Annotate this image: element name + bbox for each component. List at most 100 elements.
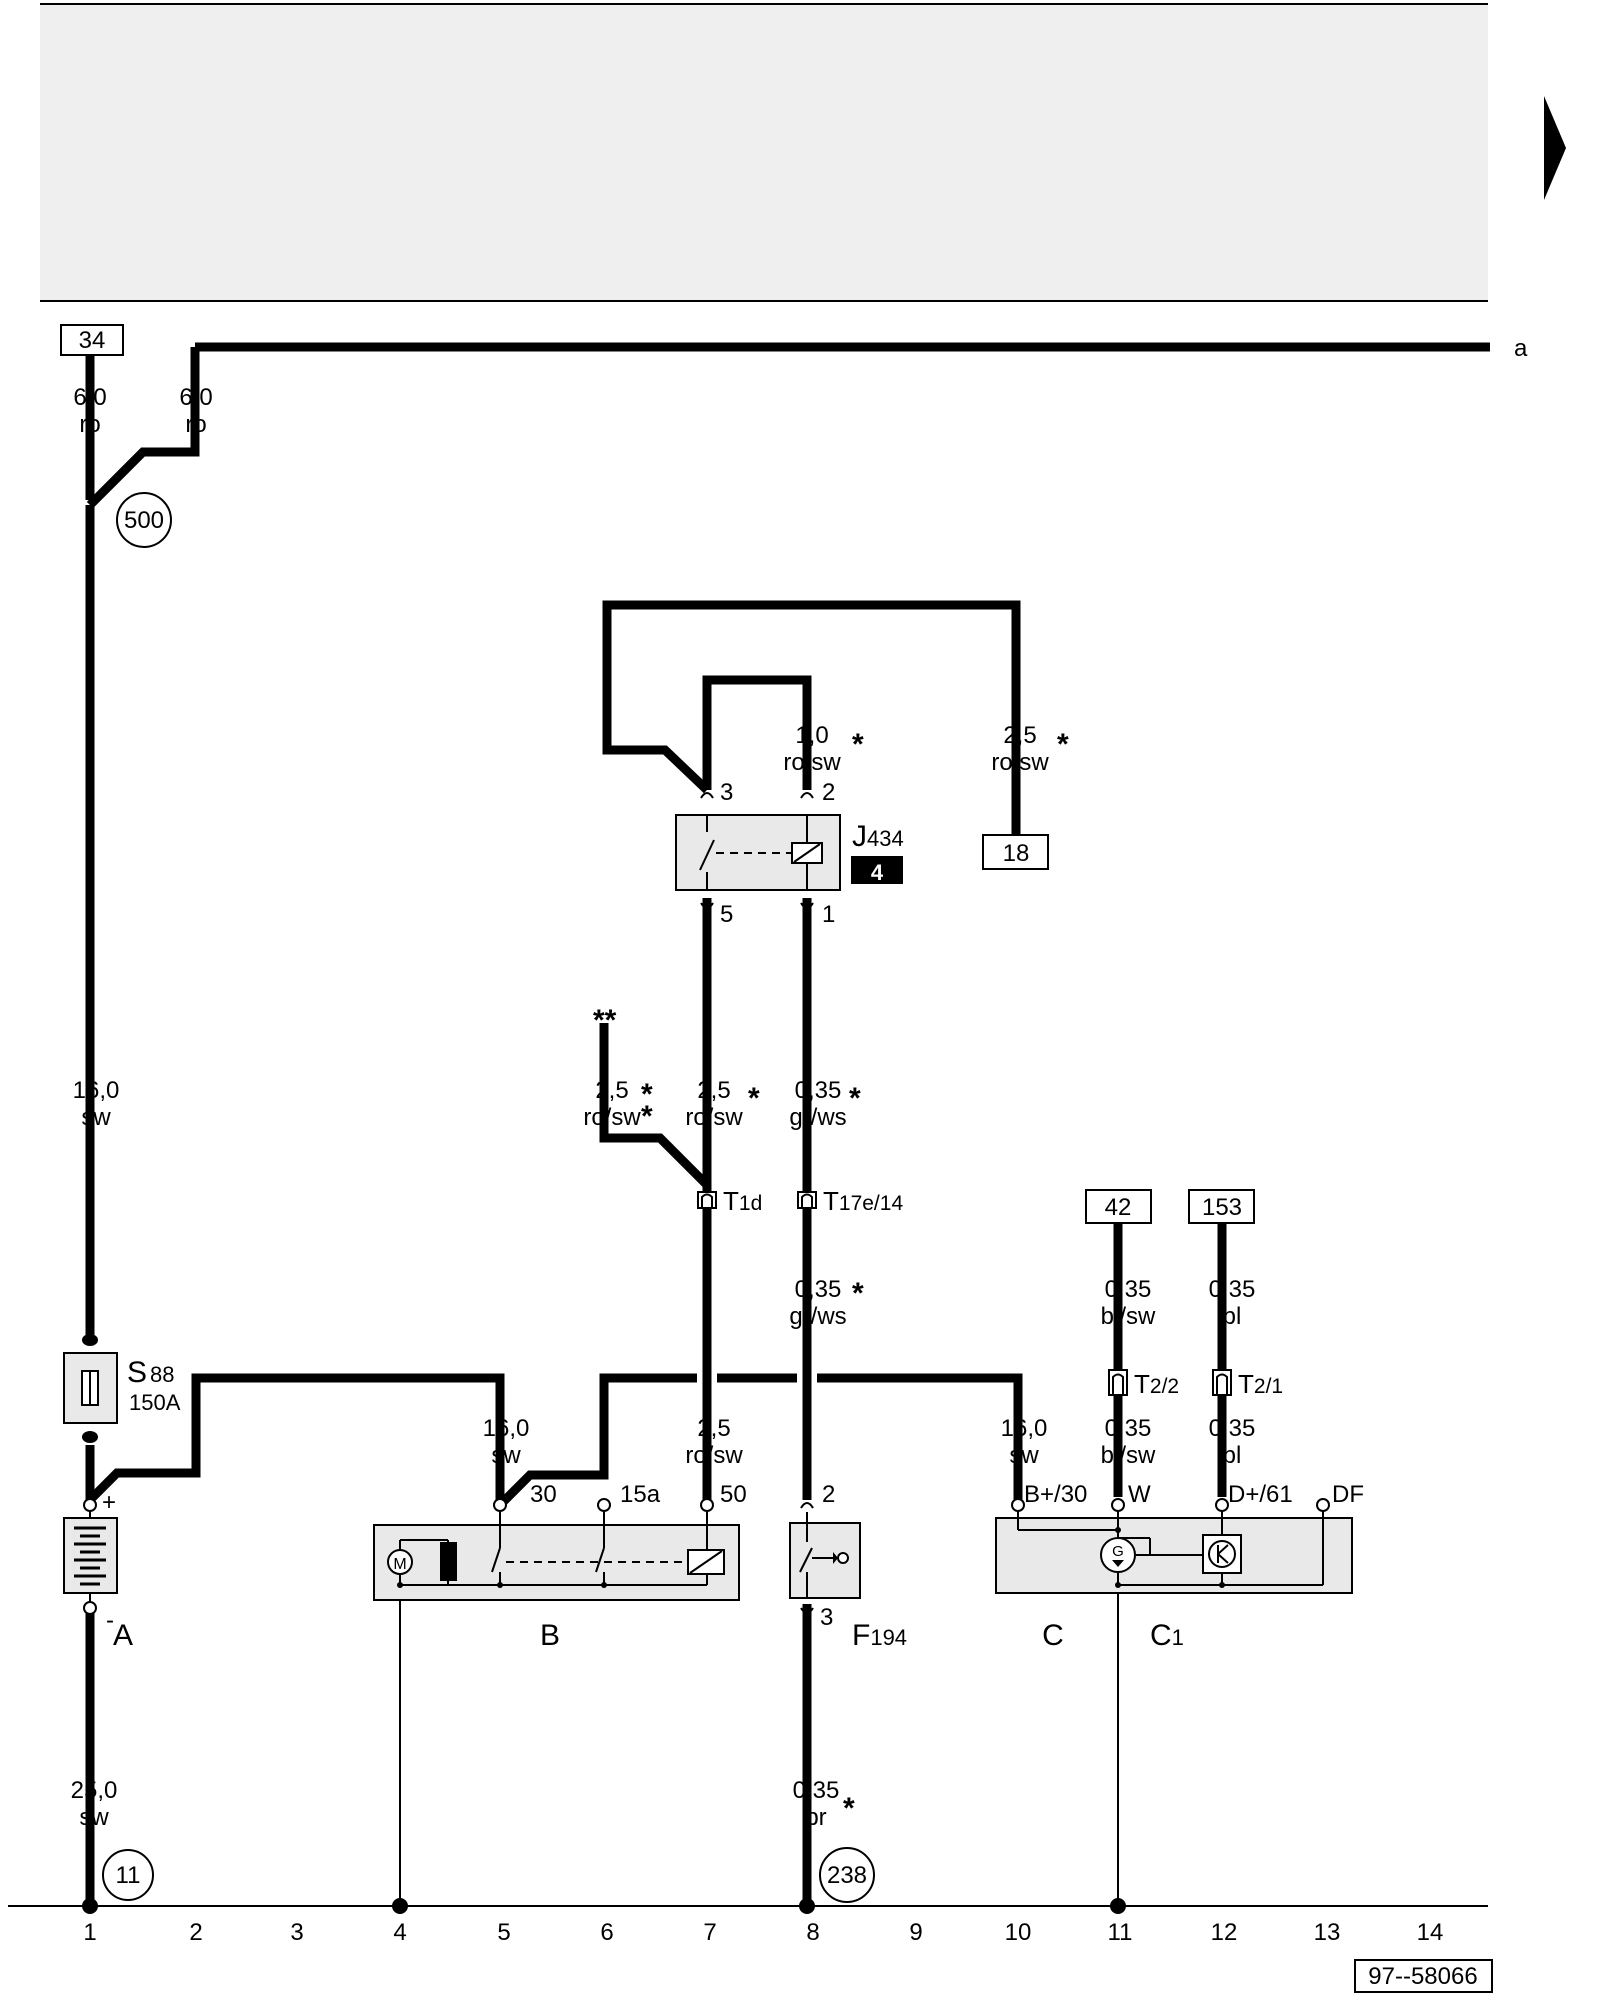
circle-ref-238[interactable]: 238 <box>819 1847 875 1903</box>
switch-f194-pin-3: 3 <box>820 1604 833 1631</box>
svg-text:sw: sw <box>491 1442 521 1469</box>
relay-j434-tag <box>851 856 903 884</box>
svg-text:25,0: 25,0 <box>71 1777 118 1804</box>
svg-text:*: * <box>843 1792 855 1825</box>
svg-text:G: G <box>1112 1543 1124 1560</box>
svg-text:500: 500 <box>124 507 164 534</box>
switch-f194-pin-2: 2 <box>822 1481 835 1508</box>
ref-box-18[interactable]: 18 <box>982 834 1049 870</box>
svg-text:14: 14 <box>1417 1919 1444 1946</box>
connector-t22-label: T2/2 <box>1134 1369 1179 1399</box>
svg-text:9: 9 <box>909 1919 922 1946</box>
svg-text:6,0: 6,0 <box>73 384 106 411</box>
svg-text:16,0: 16,0 <box>73 1077 120 1104</box>
relay-j434-pin-2: 2 <box>822 779 835 806</box>
svg-text:**: ** <box>593 1004 617 1037</box>
svg-text:0,35: 0,35 <box>795 1276 842 1303</box>
svg-text:0,35: 0,35 <box>793 1777 840 1804</box>
svg-text:1: 1 <box>83 1919 96 1946</box>
switch-f194[interactable] <box>789 1502 861 1614</box>
starter-b-label: B <box>540 1619 560 1652</box>
svg-text:sw: sw <box>81 1104 111 1131</box>
svg-text:16,0: 16,0 <box>483 1415 530 1442</box>
battery-a-label: A <box>113 1619 133 1652</box>
svg-text:6,0: 6,0 <box>179 384 212 411</box>
svg-text:2,5: 2,5 <box>697 1415 730 1442</box>
svg-text:ro: ro <box>185 411 206 438</box>
svg-text:4: 4 <box>393 1919 406 1946</box>
ground-wires <box>399 1585 1119 1906</box>
regulator-c1-label: C1 <box>1150 1619 1184 1652</box>
wires <box>85 342 1490 1905</box>
svg-text:*: * <box>641 1078 653 1111</box>
svg-text:7: 7 <box>703 1919 716 1946</box>
alternator-c-label: C <box>1042 1619 1064 1652</box>
svg-text:ro/sw: ro/sw <box>685 1442 743 1469</box>
svg-text:11: 11 <box>116 1862 141 1889</box>
relay-j434-pin-marks <box>700 792 814 909</box>
alternator-pin-d61: D+/61 <box>1228 1481 1293 1508</box>
svg-text:0,35: 0,35 <box>795 1077 842 1104</box>
svg-text:8: 8 <box>806 1919 819 1946</box>
svg-text:0,35: 0,35 <box>1105 1415 1152 1442</box>
connector-t22[interactable] <box>1108 1369 1128 1396</box>
svg-text:gr/ws: gr/ws <box>789 1104 846 1131</box>
starter-pin-50: 50 <box>720 1481 747 1508</box>
relay-j434[interactable] <box>675 814 841 891</box>
svg-text:97--58066: 97--58066 <box>1368 1963 1477 1990</box>
svg-text:2,5: 2,5 <box>1003 722 1036 749</box>
starter-b[interactable]: M <box>373 1498 740 1601</box>
ref-box-153[interactable]: 153 <box>1188 1189 1255 1224</box>
ref-box-42[interactable]: 42 <box>1085 1189 1152 1224</box>
connector-t21[interactable] <box>1212 1369 1232 1396</box>
circle-ref-11[interactable]: 11 <box>102 1849 154 1901</box>
alternator-c[interactable]: G <box>995 1498 1353 1594</box>
svg-text:*: * <box>1057 728 1069 761</box>
svg-text:bl: bl <box>1223 1442 1242 1469</box>
svg-text:*: * <box>852 1277 864 1310</box>
continuation-label: a <box>1514 335 1528 362</box>
svg-text:6: 6 <box>600 1919 613 1946</box>
fuse-s88[interactable] <box>63 1334 118 1443</box>
svg-text:0,35: 0,35 <box>1209 1415 1256 1442</box>
connector-t17e14[interactable] <box>797 1191 817 1209</box>
svg-text:sw: sw <box>1009 1442 1039 1469</box>
battery-minus: - <box>106 1607 114 1634</box>
svg-text:12: 12 <box>1211 1919 1238 1946</box>
svg-text:13: 13 <box>1314 1919 1341 1946</box>
svg-text:*: * <box>641 1100 653 1133</box>
relay-j434-pin-5: 5 <box>720 901 733 928</box>
svg-text:0,35: 0,35 <box>1209 1276 1256 1303</box>
svg-text:ro/sw: ro/sw <box>783 749 841 776</box>
battery-plus: + <box>102 1489 116 1516</box>
svg-text:ro/sw: ro/sw <box>685 1104 743 1131</box>
connector-t1d[interactable] <box>697 1191 717 1209</box>
svg-text:2,5: 2,5 <box>697 1077 730 1104</box>
ref-box-34[interactable]: 34 <box>60 324 124 356</box>
battery-a[interactable] <box>63 1498 118 1615</box>
connector-t17e14-label: T17e/14 <box>823 1186 903 1216</box>
starter-pin-30: 30 <box>530 1481 557 1508</box>
svg-text:sw: sw <box>79 1804 109 1831</box>
relay-j434-pin-1: 1 <box>822 901 835 928</box>
starter-pin-15a: 15a <box>620 1481 661 1508</box>
svg-text:5: 5 <box>497 1919 510 1946</box>
alternator-pin-df: DF <box>1332 1481 1364 1508</box>
svg-text:*: * <box>852 728 864 761</box>
relay-j434-label: J434 <box>852 820 904 853</box>
svg-text:2,5: 2,5 <box>595 1077 628 1104</box>
header-panel <box>40 4 1488 301</box>
svg-text:11: 11 <box>1108 1919 1133 1946</box>
svg-text:3: 3 <box>290 1919 303 1946</box>
circle-ref-500[interactable]: 500 <box>116 492 172 548</box>
relay-j434-pin-3: 3 <box>720 779 733 806</box>
svg-text:bl/sw: bl/sw <box>1101 1303 1156 1330</box>
wire-labels: 6,0 ro 6,0 ro 16,0 sw 1,0 ro/sw 2,5 ro/s… <box>71 384 1256 1831</box>
next-page-arrow-icon[interactable] <box>1544 96 1566 200</box>
svg-text:34: 34 <box>79 327 106 354</box>
svg-text:153: 153 <box>1202 1194 1242 1221</box>
switch-f194-label: F194 <box>852 1619 907 1652</box>
alternator-pin-b30: B+/30 <box>1024 1481 1087 1508</box>
svg-text:0,35: 0,35 <box>1105 1276 1152 1303</box>
